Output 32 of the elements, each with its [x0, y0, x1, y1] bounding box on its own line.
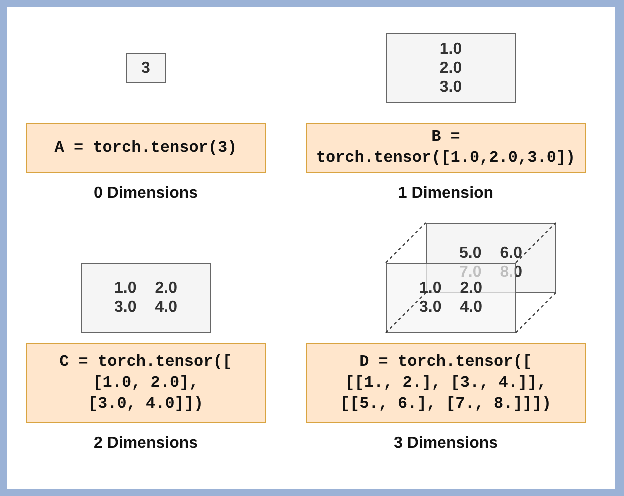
- code-text: B = torch.tensor([1.0,2.0,3.0]): [315, 127, 577, 169]
- value-text: 1.0 2.0: [114, 279, 178, 298]
- matrix-box: [81, 263, 211, 333]
- caption-text: 1 Dimension: [398, 184, 494, 204]
- caption-text: 2 Dimensions: [94, 434, 198, 454]
- code-box: [306, 123, 586, 173]
- code-text: [3.0, 4.0]]): [88, 394, 204, 414]
- value-text: 3: [142, 58, 150, 78]
- scalar-box: [126, 53, 166, 83]
- value-text: 3.0 4.0: [114, 298, 178, 317]
- code-text: [[5., 6.], [7., 8.]]]): [340, 394, 552, 414]
- code-text: C = torch.tensor([: [60, 352, 232, 372]
- dashed-line: [386, 292, 426, 334]
- dashed-line: [516, 292, 556, 334]
- code-box: [26, 343, 266, 423]
- caption-text: 0 Dimensions: [94, 184, 198, 204]
- code-box: [26, 123, 266, 173]
- code-text: [[1., 2.], [3., 4.]],: [345, 372, 547, 394]
- code-text: D = torch.tensor([: [360, 352, 532, 372]
- value-text: 5.0 6.0: [460, 244, 522, 263]
- value-text: 3.0 4.0: [420, 298, 482, 317]
- value-text: 1.0: [440, 40, 462, 58]
- code-box: [306, 343, 586, 423]
- value-text: 1.0 2.0: [420, 279, 482, 298]
- code-text: A = torch.tensor(3): [54, 138, 238, 158]
- value-text: 2.0: [440, 58, 462, 78]
- caption-text: 3 Dimensions: [394, 434, 498, 454]
- dashed-line: [516, 222, 556, 264]
- vector-box: [386, 33, 516, 103]
- dashed-line: [386, 222, 426, 264]
- code-text: [1.0, 2.0],: [93, 372, 199, 394]
- value-text: 3.0: [440, 78, 462, 96]
